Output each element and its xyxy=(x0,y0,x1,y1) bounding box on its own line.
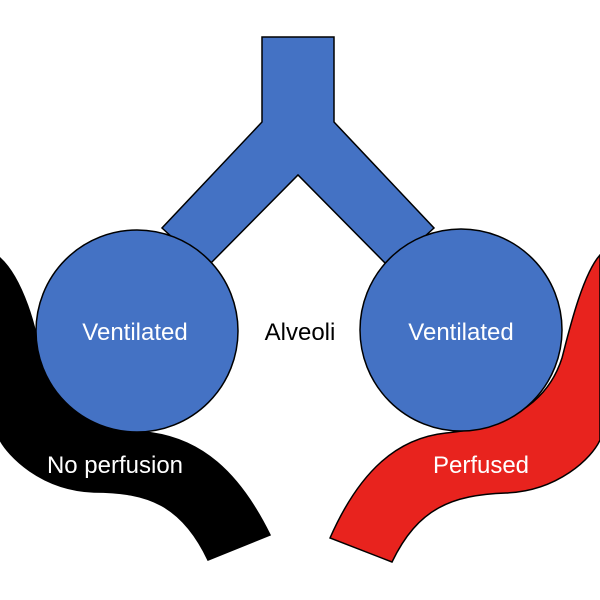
alveoli-label: Alveoli xyxy=(265,319,336,346)
airway-branch xyxy=(160,36,436,270)
alveolus-right-label: Ventilated xyxy=(408,319,513,346)
perfused-label: Perfused xyxy=(433,452,529,479)
no-perfusion-label: No perfusion xyxy=(47,452,183,479)
alveolus-left xyxy=(35,229,239,433)
alveolus-right xyxy=(359,228,563,432)
perfused-capillary xyxy=(328,253,600,563)
alveolus-left-label: Ventilated xyxy=(82,319,187,346)
